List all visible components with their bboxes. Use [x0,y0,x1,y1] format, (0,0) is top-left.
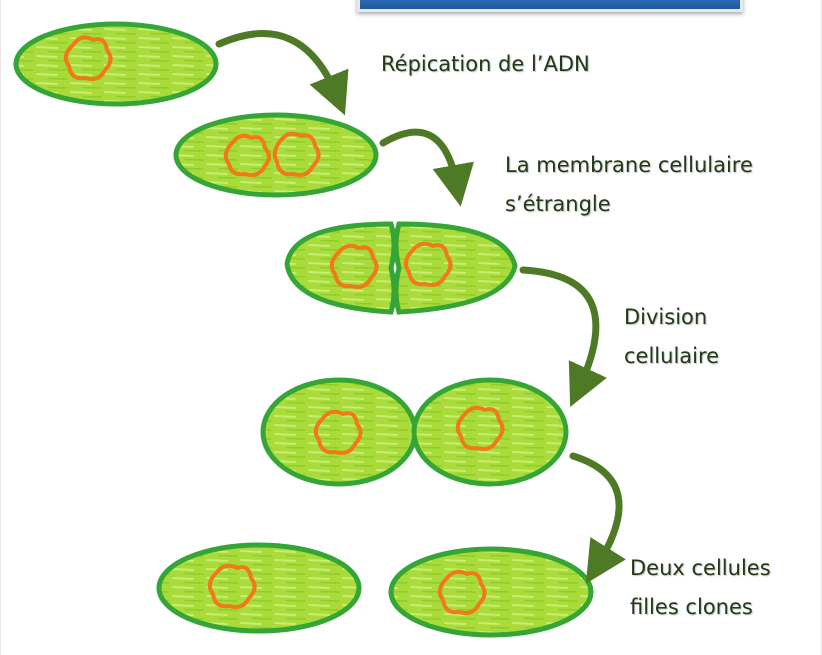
step-label-daughter-cells: Deux cellules filles clones [630,549,771,627]
step-arrow-4 [569,452,626,584]
step-label-membrane-constriction: La membrane cellulaire s’étrangle [505,146,753,224]
step-arrow-3 [519,266,607,408]
step-label-line: cellulaire [624,344,720,368]
cell-constricting [284,221,518,315]
title-bar-fragment [357,0,743,12]
step-label-dna-replication: Répication de l’ADN [381,45,590,84]
dna-blob [223,133,271,177]
dna-blob [437,569,487,615]
step-label-line: Division [624,305,708,329]
cell-divided-left [260,377,418,487]
dna-blob [313,409,363,455]
step-arrow-2 [379,128,474,207]
daughter-cell-right [388,546,594,638]
dna-blob [272,131,321,177]
dna-blob [403,241,453,287]
step-label-cell-division: Division cellulaire [624,298,719,376]
step-label-line: Répication de l’ADN [381,52,590,76]
daughter-cell-left [156,542,362,634]
dna-blob [329,243,379,289]
step-arrow-1 [215,30,349,116]
step-label-line: filles clones [630,595,753,619]
dna-blob [63,35,113,81]
cell-divided-right [411,377,569,487]
step-label-line: s’étrangle [505,192,611,216]
step-label-line: La membrane cellulaire [505,153,753,177]
dna-blob [207,563,257,609]
cell-original [13,21,219,107]
dna-blob [455,405,505,451]
step-label-line: Deux cellules [630,556,771,580]
